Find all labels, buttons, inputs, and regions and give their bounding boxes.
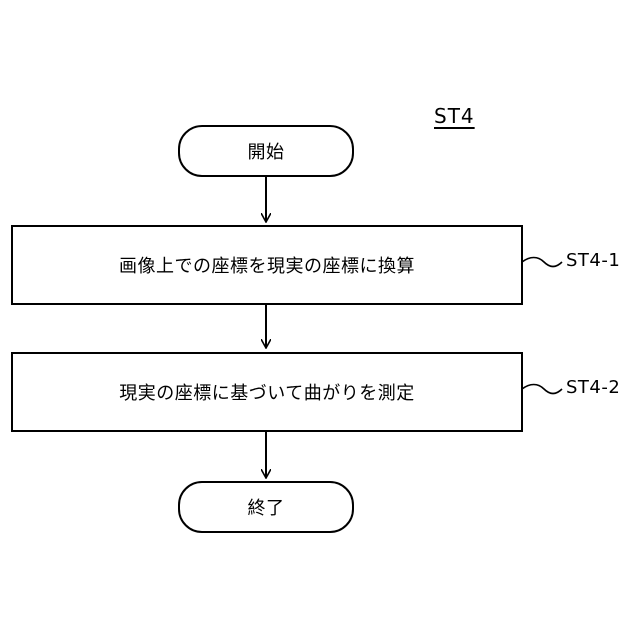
end-terminal: 終了 bbox=[178, 481, 354, 533]
process-box-step1: 画像上での座標を現実の座標に換算 bbox=[11, 225, 523, 305]
start-text: 開始 bbox=[248, 138, 285, 164]
end-text: 終了 bbox=[248, 494, 285, 520]
step1-label: ST4-1 bbox=[566, 250, 620, 271]
leader-step2 bbox=[522, 385, 562, 394]
start-terminal: 開始 bbox=[178, 125, 354, 177]
process-box-step2: 現実の座標に基づいて曲がりを測定 bbox=[11, 352, 523, 432]
step2-text: 現実の座標に基づいて曲がりを測定 bbox=[119, 379, 414, 405]
leader-step1 bbox=[522, 258, 562, 267]
step2-label: ST4-2 bbox=[566, 377, 620, 398]
step1-text: 画像上での座標を現実の座標に換算 bbox=[119, 252, 415, 278]
figure-label: ST4 bbox=[434, 104, 475, 128]
